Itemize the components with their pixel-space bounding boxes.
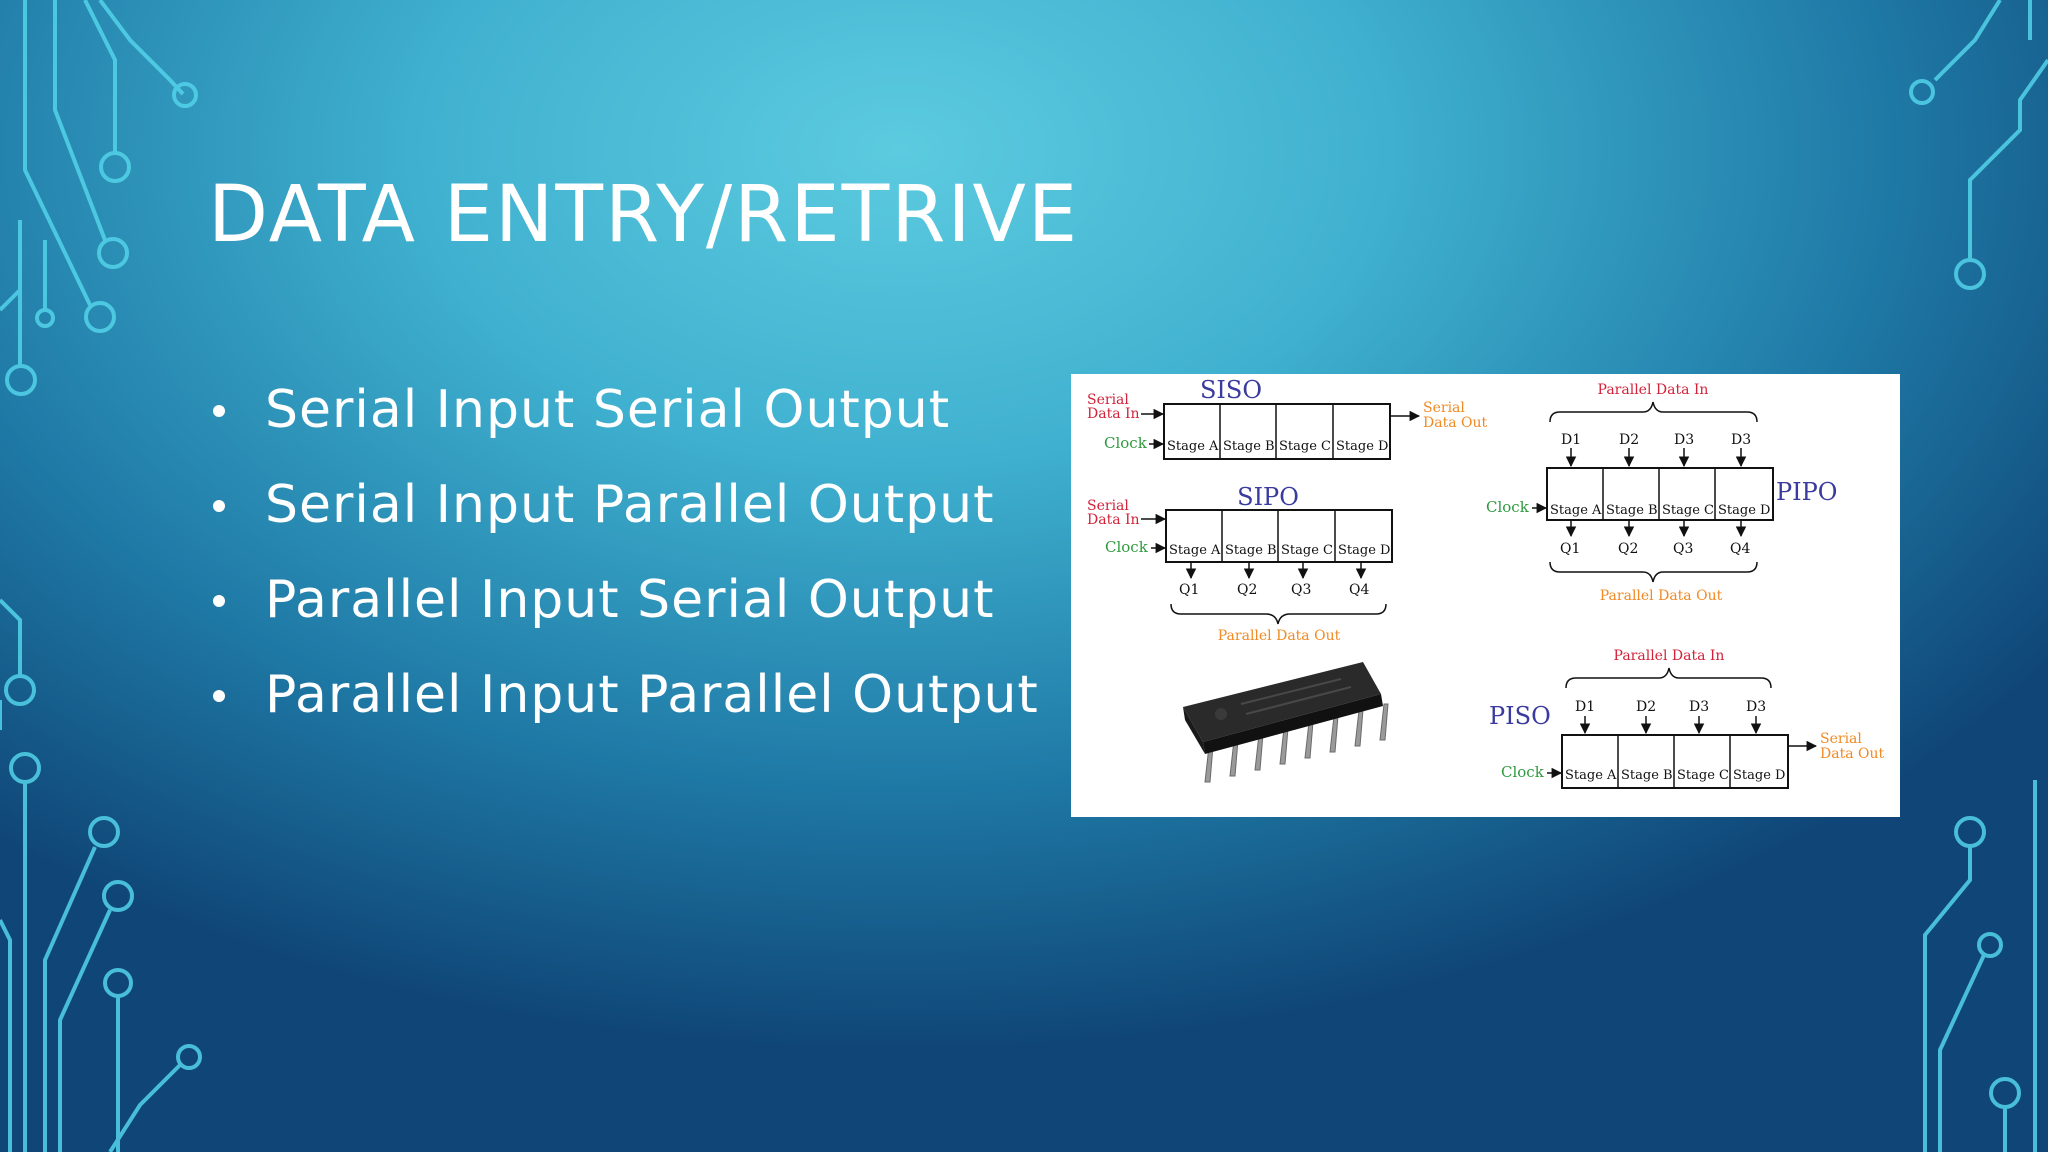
siso-stage: Stage D [1336, 439, 1388, 454]
sipo-stage: Stage B [1225, 543, 1277, 558]
sipo-parallel-out-label: Parallel Data Out [1218, 628, 1341, 644]
shift-register-diagram: SISO Serial Data In Clock Stage A Stage … [1071, 374, 1900, 817]
sipo-output: Q4 [1349, 582, 1369, 598]
bullet-item: Serial Input Parallel Output [208, 475, 1039, 570]
piso-stage: Stage A [1565, 768, 1617, 783]
piso-stage: Stage D [1733, 768, 1785, 783]
sipo-output: Q1 [1179, 582, 1199, 598]
pipo-parallel-out-label: Parallel Data Out [1600, 588, 1723, 604]
siso-stage: Stage B [1223, 439, 1275, 454]
bullet-dot [213, 595, 225, 607]
pipo-stage: Stage C [1662, 503, 1714, 518]
pipo-input: D3 [1674, 432, 1694, 448]
sipo-stage: Stage D [1338, 543, 1390, 558]
sipo-block: SIPO Serial Data In Clock Stage A Stage … [1087, 483, 1393, 644]
bullet-item: Parallel Input Parallel Output [208, 665, 1039, 760]
bullet-item: Parallel Input Serial Output [208, 570, 1039, 665]
sipo-serial-in-label: Serial [1087, 498, 1129, 514]
piso-input: D2 [1636, 699, 1656, 715]
pipo-stage: Stage D [1718, 503, 1770, 518]
pipo-input: D2 [1619, 432, 1639, 448]
slide-title: DATA ENTRY/RETRIVE [208, 170, 1080, 260]
siso-title: SISO [1200, 376, 1262, 404]
bullet-text: Serial Input Serial Output [265, 380, 951, 440]
siso-serial-in-label: Serial [1087, 392, 1129, 408]
pipo-parallel-in-label: Parallel Data In [1598, 382, 1709, 398]
piso-serial-out-label: Data Out [1820, 746, 1884, 762]
pipo-block: Parallel Data In D1 D2 D3 D3 Clock Stage… [1486, 382, 1837, 604]
piso-input: D1 [1575, 699, 1595, 715]
bullet-dot [213, 405, 225, 417]
siso-serial-out-label: Data Out [1423, 415, 1487, 431]
sipo-stage: Stage C [1281, 543, 1333, 558]
piso-block: Parallel Data In PISO D1 D2 D3 D3 Clock … [1489, 648, 1884, 789]
pipo-output: Q3 [1673, 541, 1693, 557]
pipo-stage: Stage B [1606, 503, 1658, 518]
pipo-input: D1 [1561, 432, 1581, 448]
ic-chip-image [1183, 662, 1389, 783]
piso-input: D3 [1746, 699, 1766, 715]
pipo-title: PIPO [1776, 478, 1837, 506]
bullet-list: Serial Input Serial Output Serial Input … [208, 380, 1039, 760]
bullet-item: Serial Input Serial Output [208, 380, 1039, 475]
piso-stage: Stage B [1621, 768, 1673, 783]
siso-clock-label: Clock [1104, 434, 1148, 452]
pipo-output: Q1 [1560, 541, 1580, 557]
pipo-output: Q4 [1730, 541, 1750, 557]
siso-block: SISO Serial Data In Clock Stage A Stage … [1087, 376, 1487, 460]
piso-title: PISO [1489, 702, 1551, 730]
pipo-output: Q2 [1618, 541, 1638, 557]
piso-input: D3 [1689, 699, 1709, 715]
pipo-stage: Stage A [1550, 503, 1602, 518]
sipo-clock-label: Clock [1105, 538, 1149, 556]
siso-stage: Stage A [1167, 439, 1219, 454]
piso-stage: Stage C [1677, 768, 1729, 783]
sipo-output: Q3 [1291, 582, 1311, 598]
pipo-input: D3 [1731, 432, 1751, 448]
piso-serial-out-label: Serial [1820, 731, 1862, 747]
bullet-text: Parallel Input Parallel Output [265, 665, 1039, 725]
bullet-dot [213, 500, 225, 512]
siso-stage: Stage C [1279, 439, 1331, 454]
sipo-stage: Stage A [1169, 543, 1221, 558]
sipo-output: Q2 [1237, 582, 1257, 598]
piso-clock-label: Clock [1501, 763, 1545, 781]
piso-parallel-in-label: Parallel Data In [1614, 648, 1725, 664]
siso-serial-in-label: Data In [1087, 406, 1140, 422]
pipo-clock-label: Clock [1486, 498, 1530, 516]
bullet-text: Serial Input Parallel Output [265, 475, 995, 535]
sipo-title: SIPO [1237, 483, 1299, 511]
bullet-text: Parallel Input Serial Output [265, 570, 995, 630]
siso-serial-out-label: Serial [1423, 400, 1465, 416]
bullet-dot [213, 690, 225, 702]
sipo-serial-in-label: Data In [1087, 512, 1140, 528]
